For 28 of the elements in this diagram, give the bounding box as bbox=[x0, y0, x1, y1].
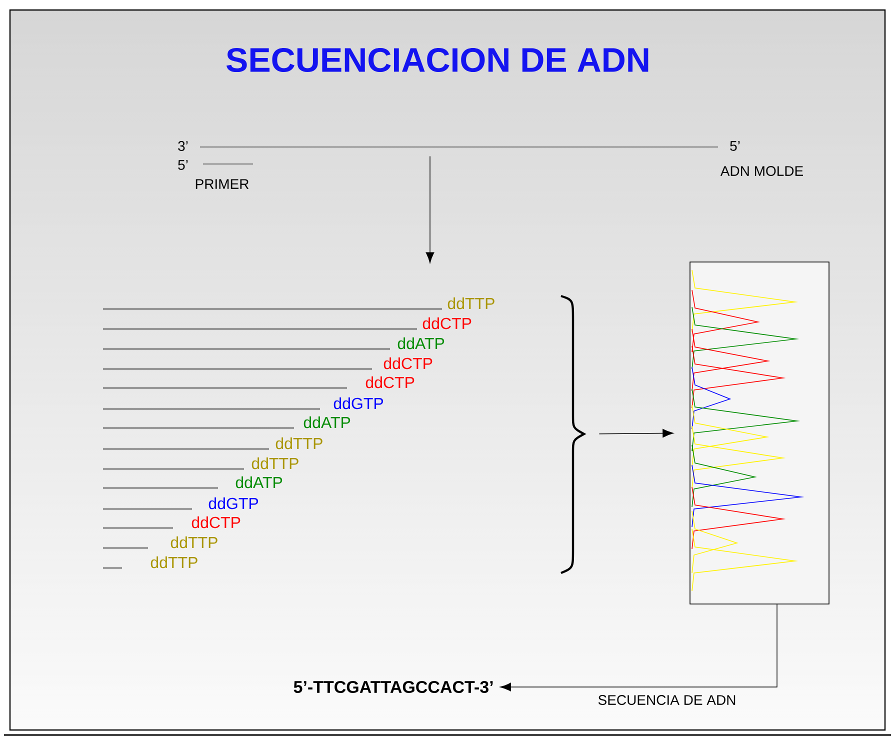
sequence-text: 5’-TTCGATTAGCCACT-3’ bbox=[294, 680, 493, 694]
title: SECUENCIACION DE ADN bbox=[226, 48, 648, 72]
terminator-label: ddGTP bbox=[334, 397, 384, 410]
terminator-label: ddCTP bbox=[192, 516, 240, 528]
terminator-label: ddTTP bbox=[170, 536, 218, 548]
terminator-label: ddCTP bbox=[366, 376, 414, 388]
brace bbox=[560, 294, 586, 574]
strand-label: ADN MOLDE bbox=[720, 166, 803, 176]
strand-label: PRIMER bbox=[196, 179, 249, 189]
strand-label: 5’ bbox=[730, 141, 740, 151]
terminator-label: ddATP bbox=[304, 416, 350, 428]
terminator-label: ddTTP bbox=[276, 437, 322, 450]
terminator-label: ddGTP bbox=[208, 497, 258, 510]
terminator-label: ddTTP bbox=[150, 556, 198, 568]
arrow bbox=[598, 429, 674, 438]
terminator-label: ddTTP bbox=[448, 297, 494, 310]
strand-line bbox=[200, 146, 718, 148]
terminator-label: ddCTP bbox=[384, 357, 432, 370]
terminator-label: ddCTP bbox=[422, 317, 472, 330]
strand-label: 3’ bbox=[178, 141, 188, 151]
terminator-label: ddATP bbox=[398, 337, 444, 350]
terminator-label: ddTTP bbox=[252, 457, 298, 470]
chromatogram-drawing bbox=[690, 262, 830, 604]
terminator-label: ddATP bbox=[236, 476, 282, 488]
edge-label: SECUENCIA DE ADN bbox=[598, 695, 736, 705]
arrow bbox=[500, 604, 778, 692]
strand-label: 5’ bbox=[178, 160, 188, 170]
arrow bbox=[426, 156, 434, 264]
